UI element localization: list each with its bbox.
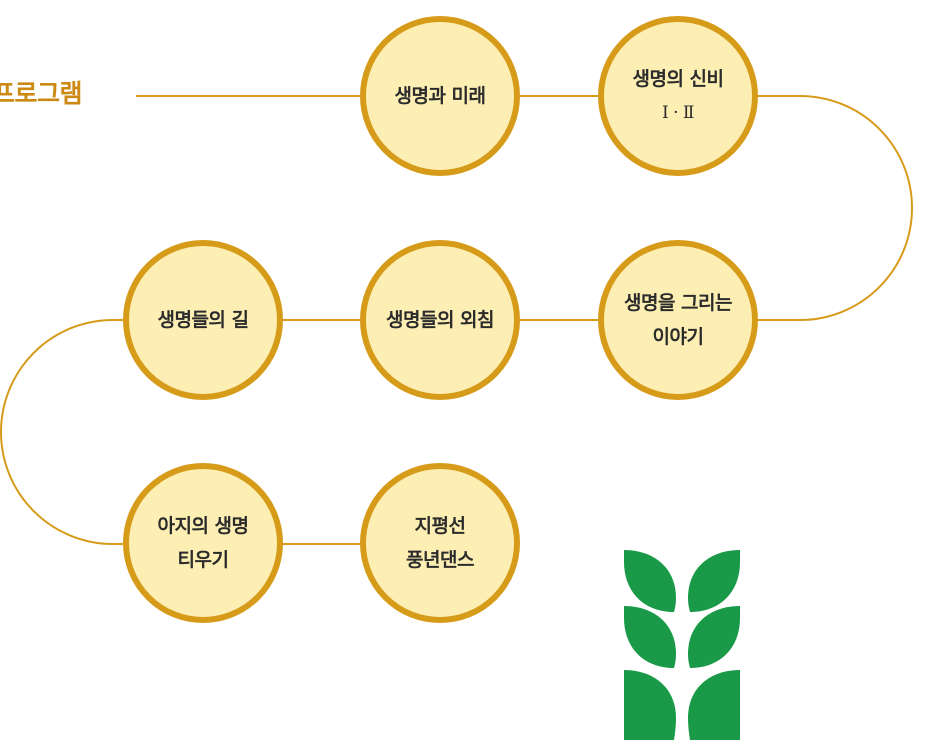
program-node-1[interactable]: 생명과 미래 <box>360 16 520 176</box>
program-node-4[interactable]: 생명들의 외침 <box>360 240 520 400</box>
node-label: 생명과 미래 <box>394 85 486 107</box>
leaf-bottom-left <box>624 670 676 740</box>
program-node-2[interactable]: 생명의 신비 Ⅰ · Ⅱ <box>598 16 758 176</box>
program-node-7[interactable]: 지평선 풍년댄스 <box>360 463 520 623</box>
leaf-bottom-right <box>688 670 740 740</box>
node-label: 생명들의 외침 <box>386 309 495 331</box>
node-label: 지평선 <box>414 515 466 537</box>
node-label: 아지의 생명 <box>157 515 249 537</box>
program-node-3[interactable]: 생명을 그리는 이야기 <box>598 240 758 400</box>
node-label-sub: 이야기 <box>652 326 704 348</box>
node-label: 생명을 그리는 <box>624 292 733 314</box>
node-label: 생명들의 길 <box>157 309 249 331</box>
connector-2-3 <box>758 95 913 321</box>
leaf-mid-right <box>688 606 740 668</box>
program-title: 프로그램 <box>0 79 83 108</box>
node-label-sub: Ⅰ · Ⅱ <box>662 103 694 123</box>
program-node-6[interactable]: 아지의 생명 티우기 <box>123 463 283 623</box>
connector-5-6 <box>0 319 123 545</box>
leaf-top-right <box>688 550 740 612</box>
leaf-mid-left <box>624 606 676 668</box>
node-label-sub: 티우기 <box>177 549 229 571</box>
program-node-5[interactable]: 생명들의 길 <box>123 240 283 400</box>
node-label-sub: 풍년댄스 <box>406 549 474 571</box>
leaf-top-left <box>624 550 676 612</box>
wheat-icon <box>624 550 740 740</box>
node-label: 생명의 신비 <box>632 68 724 90</box>
